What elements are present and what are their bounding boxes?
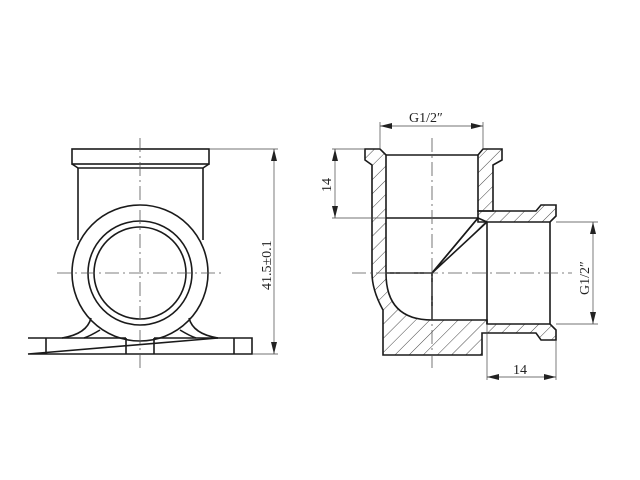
right-fillet-inner (179, 329, 197, 339)
overall-height-label: 41.5±0.1 (260, 240, 275, 290)
left-fillet (61, 317, 92, 339)
side-depth-label: 14 (513, 363, 527, 378)
arrow-up-icon (271, 149, 277, 161)
arrow-right-icon (471, 123, 483, 129)
arrow-up-icon (332, 149, 338, 161)
section-view: G1/2″ 14 G1/2″ 14 (320, 111, 598, 380)
top-flange (71, 148, 210, 165)
right-wall-section (477, 148, 503, 212)
arrow-left-icon (380, 123, 392, 129)
arrow-down-icon (332, 206, 338, 218)
arrow-left-icon (487, 374, 499, 380)
arrow-down-icon (590, 312, 596, 324)
arrow-down-icon (271, 342, 277, 354)
arrow-up-icon (590, 222, 596, 234)
top-thread-label: G1/2″ (409, 111, 443, 126)
flange-chamfer (71, 163, 210, 169)
right-fillet (188, 317, 219, 339)
left-wall-section (364, 148, 557, 356)
front-view: 41.5±0.1 (27, 138, 278, 372)
elbow-diagonal (431, 217, 479, 274)
arrow-right-icon (544, 374, 556, 380)
inner-diagonal-wall (431, 217, 489, 274)
top-depth-label: 14 (320, 178, 335, 192)
side-thread-label: G1/2″ (578, 261, 593, 295)
left-fillet-inner (83, 329, 101, 339)
